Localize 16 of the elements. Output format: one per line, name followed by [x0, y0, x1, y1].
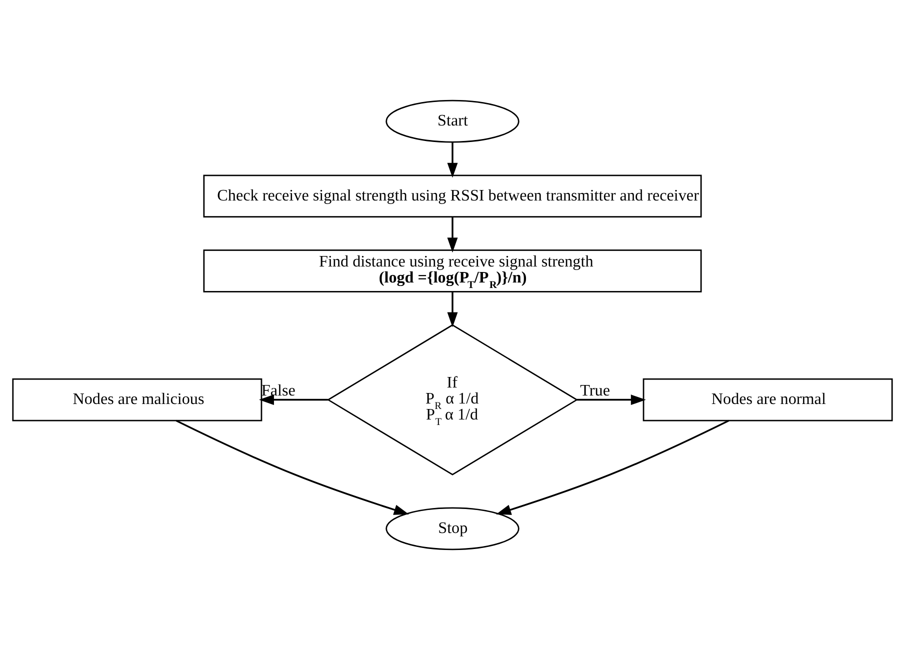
node-box: Check receive signal strength using RSSI between transmitter and receiver	[203, 174, 702, 218]
arrow	[447, 291, 458, 327]
node-box: Nodes are normal	[642, 378, 893, 421]
arrow	[576, 394, 646, 405]
arrow	[496, 419, 730, 514]
node-ellipse: Stop	[386, 506, 520, 550]
node-diamond: If P$_{R}$ α 1/d P$_{T}$ α 1/d	[326, 324, 578, 475]
node-box: Find distance using receive signal strength (logd ={log(P$_{T}$/P$_{R}$)}/n)	[203, 249, 702, 292]
arrow	[447, 216, 458, 252]
edge-label: True	[580, 382, 610, 399]
node-ellipse: Start	[386, 99, 520, 142]
arrow	[258, 394, 328, 405]
arrow	[176, 419, 409, 514]
node-box: Nodes are malicious	[12, 378, 262, 421]
arrow	[447, 142, 458, 178]
edge-label: False	[261, 382, 296, 399]
